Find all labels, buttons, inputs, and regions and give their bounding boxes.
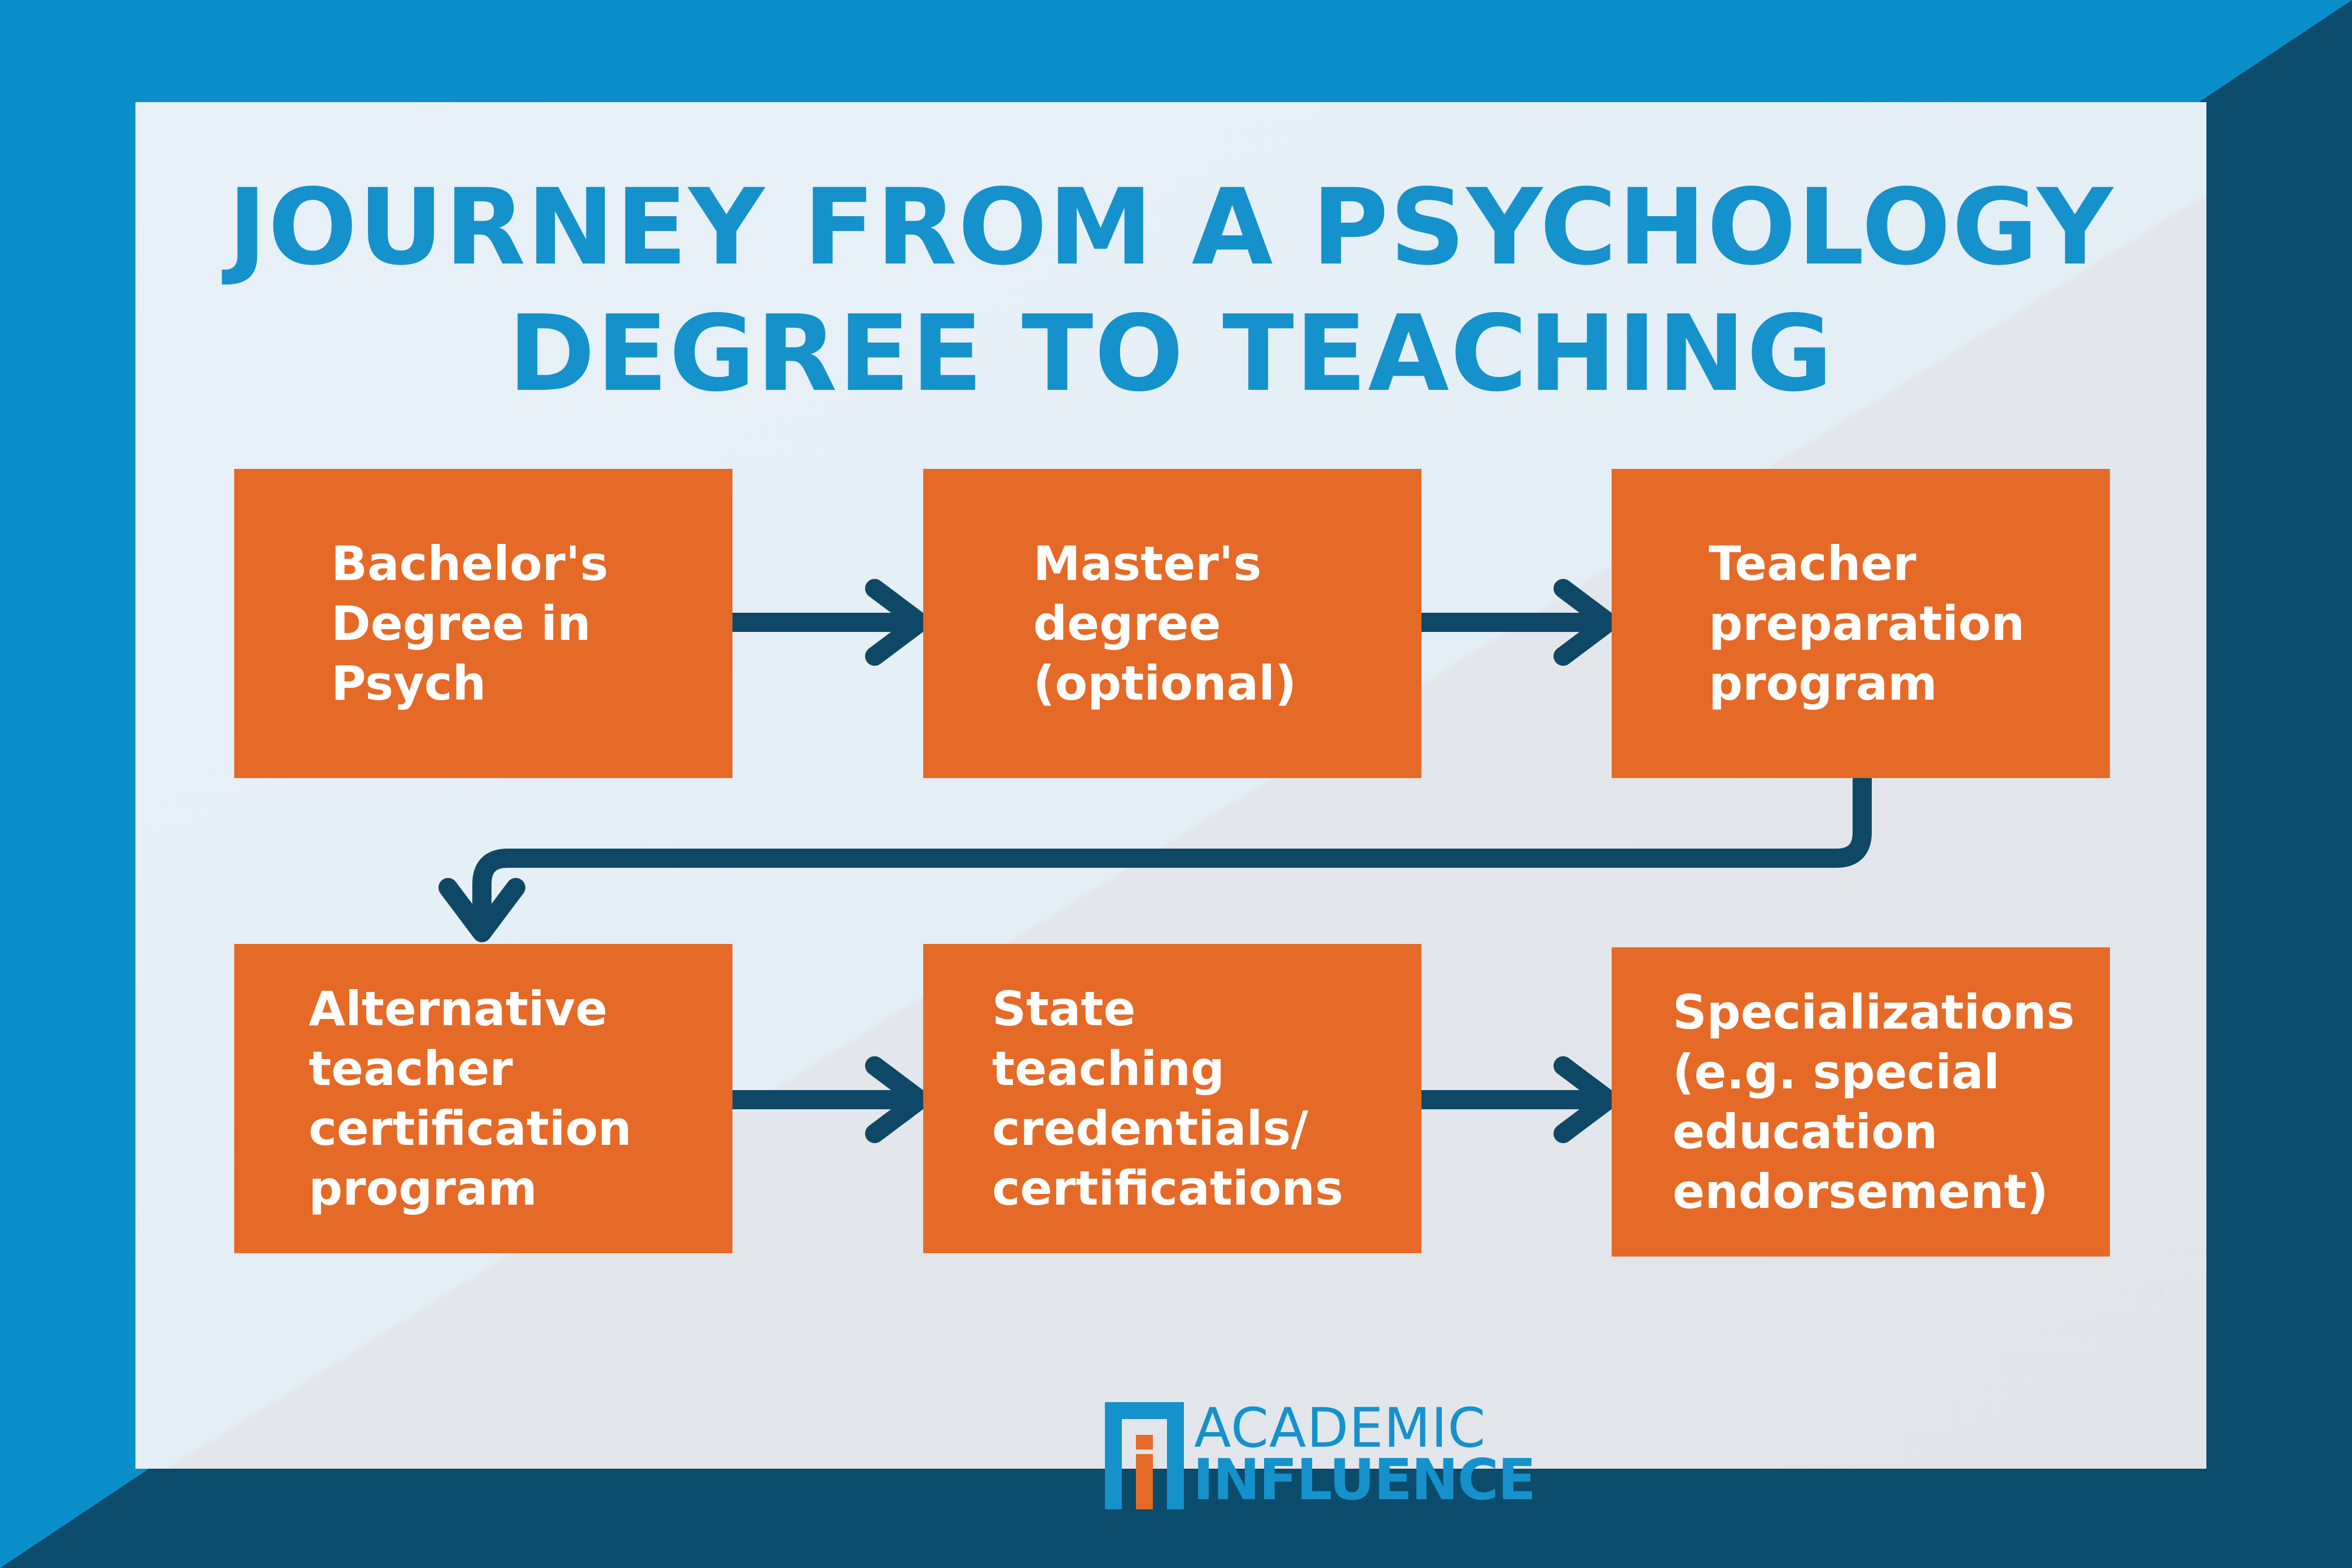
academic-influence-logo-icon	[1105, 1402, 1184, 1509]
step-box-teacher-prep: Teacher preparation program	[1612, 469, 2110, 778]
logo-text-influence: INFLUENCE	[1193, 1447, 1536, 1513]
step-box-bachelors: Bachelor's Degree in Psych	[234, 469, 732, 778]
step-box-alternative-cert: Alternative teacher certification progra…	[234, 944, 732, 1253]
step-label-teacher-prep: Teacher preparation program	[1709, 536, 2025, 711]
content-panel: JOURNEY FROM A PSYCHOLOGY DEGREE TO TEAC…	[135, 102, 2206, 1509]
step-label-state-credentials: State teaching credentials/ certificatio…	[992, 981, 1344, 1216]
arrow-bachelors-to-masters	[723, 579, 929, 666]
step-label-specializations: Specializations (e.g. special education …	[1673, 985, 2075, 1219]
step-box-state-credentials: State teaching credentials/ certificatio…	[923, 944, 1421, 1253]
title-line-2: DEGREE TO TEACHING	[508, 292, 1834, 415]
step-box-masters: Master's degree (optional)	[923, 469, 1421, 778]
arrow-teacher-prep-to-alternative	[438, 770, 1872, 942]
step-label-bachelors: Bachelor's Degree in Psych	[331, 536, 608, 711]
title-line-1: JOURNEY FROM A PSYCHOLOGY	[227, 166, 2114, 288]
page-title: JOURNEY FROM A PSYCHOLOGY DEGREE TO TEAC…	[135, 164, 2206, 417]
step-label-alternative-cert: Alternative teacher certification progra…	[309, 981, 632, 1216]
step-box-specializations: Specializations (e.g. special education …	[1612, 947, 2110, 1257]
logo-text-academic: ACADEMIC	[1194, 1396, 1486, 1460]
academic-influence-logo: ACADEMIC INFLUENCE	[1105, 1396, 1536, 1510]
arrow-masters-to-teacher-prep	[1411, 579, 1618, 666]
arrow-alternative-to-state	[723, 1056, 929, 1143]
flow-arrows	[438, 579, 1872, 1143]
arrow-state-to-specializations	[1411, 1056, 1618, 1143]
step-label-masters: Master's degree (optional)	[1033, 536, 1297, 711]
